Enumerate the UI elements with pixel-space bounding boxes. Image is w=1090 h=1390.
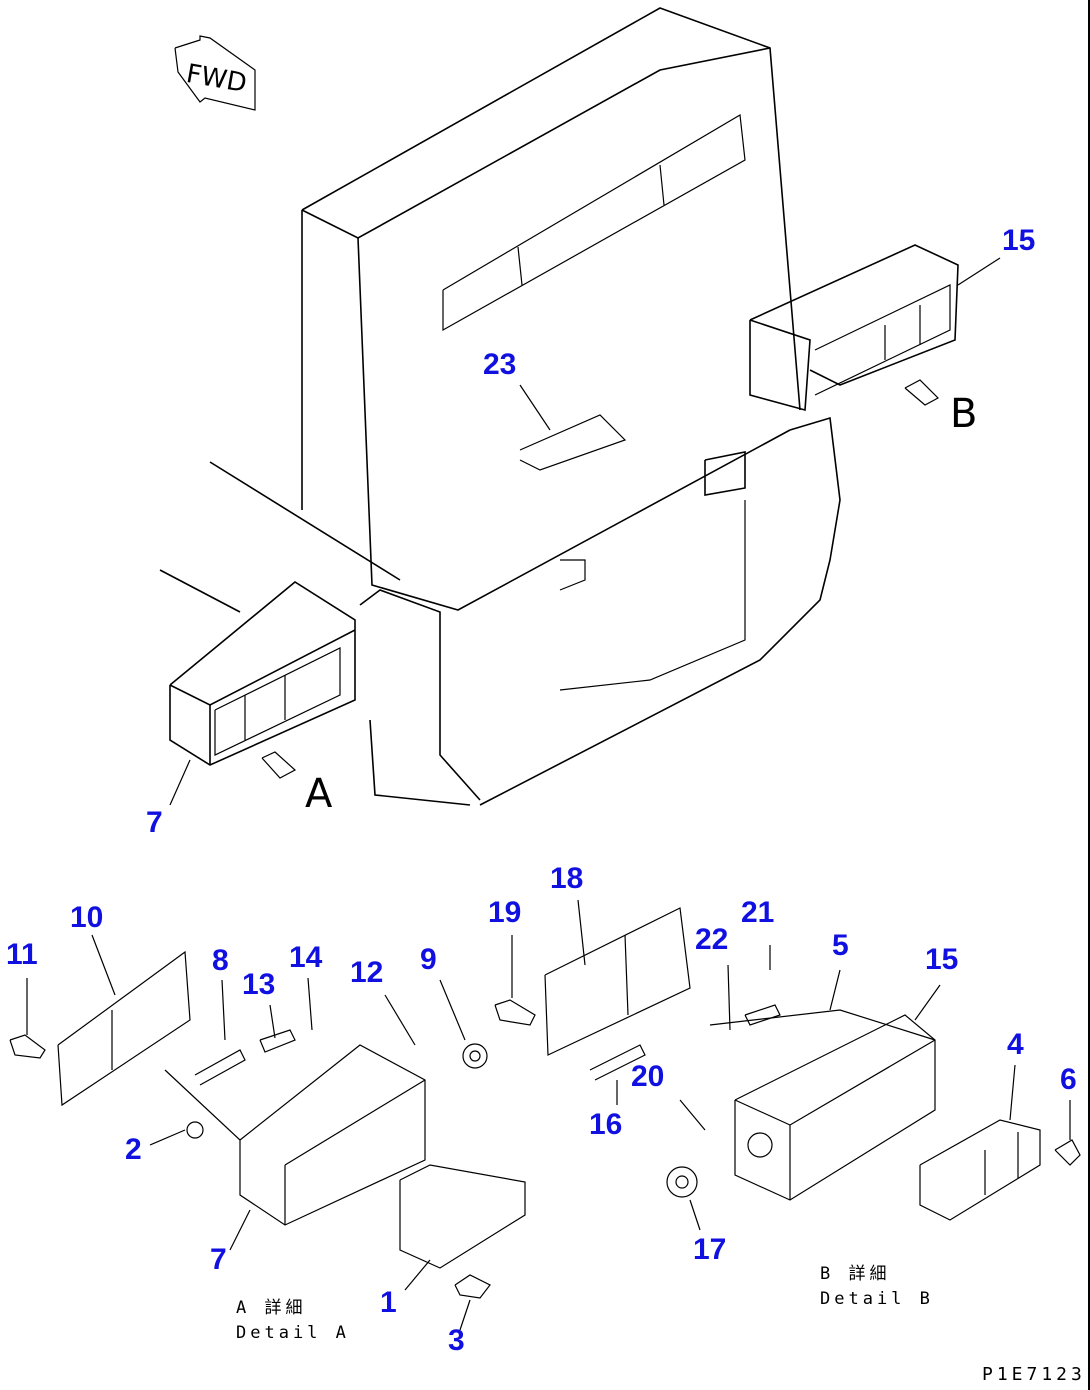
callout-3: 3 [448,1324,465,1357]
callout-9: 9 [420,943,437,976]
callout-11: 11 [6,938,38,971]
callout-7-detail: 7 [210,1243,227,1276]
callout-17: 17 [693,1233,727,1266]
console-b [749,244,959,412]
callout-7: 7 [146,806,163,839]
callout-16: 16 [589,1108,623,1141]
callout-23: 23 [483,348,517,381]
callout-21: 21 [741,896,775,929]
console-a [169,581,356,779]
callout-10: 10 [70,901,104,934]
detail-a-en: Detail A [236,1323,350,1343]
callout-8: 8 [212,944,229,977]
callout-6: 6 [1060,1063,1077,1096]
callout-18: 18 [550,862,584,895]
fwd-arrow-icon [174,35,256,111]
callout-1: 1 [380,1286,397,1319]
callout-5: 5 [832,929,849,962]
callout-15-detail: 15 [925,943,959,976]
callout-14: 14 [289,941,323,974]
detail-a-jp: A 詳細 [236,1298,307,1318]
cab-body [159,7,841,806]
detail-b-parts [494,907,1081,1221]
callout-4: 4 [1007,1028,1024,1061]
detail-b-jp: B 詳細 [820,1264,891,1284]
callout-12: 12 [350,956,384,989]
detail-a-parts [9,950,526,1299]
detail-b-en: Detail B [820,1289,934,1309]
callout-19: 19 [488,896,522,929]
callout-2: 2 [125,1133,142,1166]
callout-13: 13 [242,968,276,1001]
view-a-letter: A [305,771,333,817]
callout-15: 15 [1002,224,1036,257]
drawing-code: P1E7123 [982,1364,1086,1385]
callout-20: 20 [631,1060,665,1093]
leader-lines [26,257,1071,1331]
callout-22: 22 [695,923,729,956]
view-b-letter: B [950,391,978,437]
